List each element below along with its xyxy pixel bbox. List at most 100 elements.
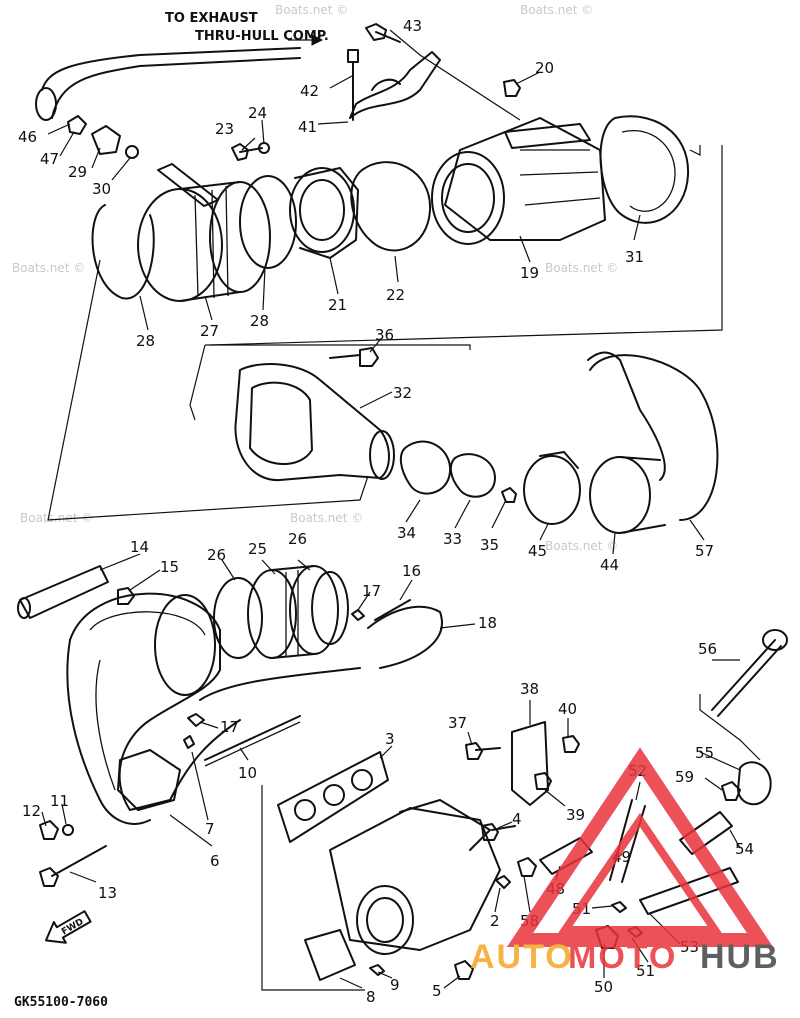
callout-23: 23: [215, 120, 234, 138]
callout-11: 11: [50, 792, 69, 810]
callout-17a: 17: [362, 582, 381, 600]
logo-triangle-inner: [557, 812, 723, 934]
callout-26a: 26: [207, 546, 226, 564]
callout-46: 46: [18, 128, 37, 146]
bolt-36: [329, 347, 379, 367]
bolt-4: [481, 823, 516, 841]
callout-56: 56: [698, 640, 717, 658]
gasket-31: [599, 115, 690, 224]
pin-2: [495, 875, 511, 889]
stud-10: [204, 715, 301, 761]
washer-11: [62, 824, 74, 836]
callout-28b: 28: [250, 312, 269, 330]
screw-35: [501, 487, 517, 503]
band-44: [589, 456, 666, 534]
bolt-20: [503, 79, 521, 97]
manifold: [329, 799, 501, 955]
nut-47: [67, 115, 87, 135]
bracket-41-arm: [371, 78, 401, 91]
bracket-14-eye: [17, 597, 31, 619]
exhaust-note: TO EXHAUST THRU-HULL COMP.: [165, 11, 329, 46]
callout-9: 9: [390, 976, 400, 994]
callout-55: 55: [695, 744, 714, 762]
callout-20: 20: [535, 59, 554, 77]
callout-35: 35: [480, 536, 499, 554]
leader-lines: [41, 29, 761, 991]
callout-21: 21: [328, 296, 347, 314]
logo-text-hub: HUB: [700, 938, 780, 976]
watermark: Boats.net ©: [12, 261, 85, 275]
note-line-1: TO EXHAUST: [165, 11, 258, 26]
elbow-32: [234, 363, 395, 482]
flange-21: [289, 167, 359, 259]
callout-43: 43: [403, 17, 422, 35]
fwd-label: FWD: [60, 917, 85, 937]
callout-16: 16: [402, 562, 421, 580]
callout-7: 7: [205, 820, 215, 838]
callout-3: 3: [385, 730, 395, 748]
bolt-23: [231, 143, 263, 161]
callouts: 43 20 42 41 46 47 29 30 23 24 31 19 22 2…: [18, 17, 754, 1006]
callout-42: 42: [300, 82, 319, 100]
callout-51b: 51: [636, 962, 655, 980]
gasket-34: [399, 440, 452, 495]
nut-59: [721, 781, 741, 801]
clamp-45-screw: [539, 451, 579, 469]
washer-33: [449, 453, 496, 498]
hose-57: [587, 351, 719, 521]
bolt-43: [365, 23, 401, 43]
callout-26b: 26: [288, 530, 307, 548]
callout-24: 24: [248, 104, 267, 122]
watermark: Boats.net ©: [20, 511, 93, 525]
washer-30: [125, 145, 139, 159]
callout-8: 8: [366, 988, 376, 1006]
callout-31: 31: [625, 248, 644, 266]
band-26b: [311, 571, 349, 645]
callout-34: 34: [397, 524, 416, 542]
watermark: Boats.net ©: [290, 511, 363, 525]
gasket-22: [350, 161, 432, 252]
callout-17b: 17: [220, 718, 239, 736]
gasket-31-inner: [621, 130, 676, 212]
nut-58: [517, 857, 537, 877]
callout-4: 4: [512, 810, 522, 828]
callout-47: 47: [40, 150, 59, 168]
callout-38: 38: [520, 680, 539, 698]
gasket-3: [277, 751, 389, 843]
callout-39: 39: [566, 806, 585, 824]
joint-27: [137, 181, 271, 302]
band-28b: [239, 175, 297, 269]
watermarks: Boats.net © Boats.net © Boats.net © Boat…: [12, 3, 618, 553]
diagram-code: GK55100-7060: [14, 995, 108, 1010]
stud-10-edge: [204, 721, 301, 767]
bolt-15: [117, 587, 135, 605]
bracket-38: [511, 721, 549, 806]
bracket-14: [19, 565, 109, 619]
watermark: Boats.net ©: [545, 261, 618, 275]
callout-19: 19: [520, 264, 539, 282]
bolt-13: [39, 845, 107, 887]
nut-39: [534, 772, 552, 790]
fitting-56: [711, 639, 782, 717]
callout-57: 57: [695, 542, 714, 560]
note-arrowhead: [311, 34, 324, 46]
callout-27: 27: [200, 322, 219, 340]
callout-22: 22: [386, 286, 405, 304]
pipe-53: [639, 867, 739, 915]
elbow-55: [737, 761, 772, 806]
callout-44: 44: [600, 556, 619, 574]
clip-17b: [187, 713, 205, 727]
callout-25: 25: [248, 540, 267, 558]
bolt-48: [539, 837, 593, 875]
callout-45: 45: [528, 542, 547, 560]
pipe-stub: [157, 163, 219, 207]
callout-50: 50: [594, 978, 613, 996]
nipple-54: [679, 811, 733, 855]
callout-5: 5: [432, 982, 442, 1000]
logo-text-auto: AUTO: [470, 938, 574, 976]
muffler-19: [431, 117, 606, 245]
nut-12: [39, 820, 59, 840]
band-28a: [91, 204, 155, 300]
pipe-6: [66, 592, 241, 825]
